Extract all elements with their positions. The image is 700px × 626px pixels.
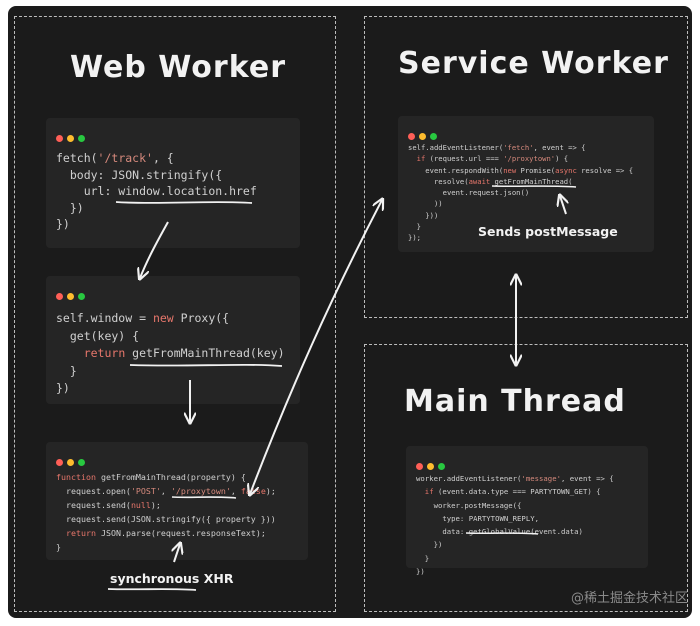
code-line: type: PARTYTOWN_REPLY, xyxy=(416,513,540,523)
code-line: request.send(JSON.stringify({ property }… xyxy=(56,514,276,524)
underline-synchronous-xhr xyxy=(107,588,197,591)
code-line: } xyxy=(56,363,77,378)
arrow-fetch-to-proxy xyxy=(140,221,169,278)
code-line: request.send(null); xyxy=(56,500,161,510)
code-line: } xyxy=(56,542,61,552)
window-dots xyxy=(56,127,89,142)
code-fetch-track: fetch('/track', { body: JSON.stringify({… xyxy=(56,150,257,233)
code-proxy: self.window = new Proxy({ get(key) { ret… xyxy=(56,310,285,398)
code-line: }) xyxy=(416,567,425,577)
code-card-main-thread-message: worker.addEventListener('message', event… xyxy=(406,446,648,576)
underline-sw-getfrommainthread xyxy=(491,185,577,188)
diagram-board: Web Worker Service Worker Main Thread fe… xyxy=(8,6,692,618)
window-dots xyxy=(56,285,89,300)
synchronous-xhr-label: synchronous XHR xyxy=(110,571,234,586)
code-line: function getFromMainThread(property) { xyxy=(56,472,246,482)
underline-getglobalvalue xyxy=(465,532,539,535)
code-line: data: getGlobalValue(event.data) xyxy=(416,527,583,537)
code-line: resolve(await getFromMainThread( xyxy=(408,176,573,186)
code-line: if (request.url === '/proxytown') { xyxy=(416,154,569,164)
code-card-service-worker-fetch: self.addEventListener('fetch', event => … xyxy=(398,116,654,252)
code-line: get(key) { xyxy=(56,328,140,343)
code-line: self.addEventListener('fetch', event => … xyxy=(408,143,586,152)
code-line: } xyxy=(408,222,421,232)
arrow-synchronous-xhr-pointer xyxy=(174,544,180,563)
code-line: }) xyxy=(416,540,443,550)
window-dots xyxy=(416,455,449,470)
window-dots xyxy=(408,125,441,140)
underline-getfrommainthread-call xyxy=(129,363,283,367)
code-line: self.window = new Proxy({ xyxy=(56,311,230,325)
service-worker-title: Service Worker xyxy=(398,46,669,81)
code-line: event.request.json() xyxy=(408,188,530,198)
main-thread-title: Main Thread xyxy=(404,384,626,419)
code-line: }) xyxy=(56,217,70,231)
web-worker-title: Web Worker xyxy=(70,50,287,85)
code-line: if (event.data.type === PARTYTOWN_GET) { xyxy=(424,487,601,497)
code-line: event.respondWith(new Promise(async reso… xyxy=(408,165,634,175)
underline-proxytown xyxy=(171,496,237,499)
code-service-worker-fetch: self.addEventListener('fetch', event => … xyxy=(408,142,633,244)
code-line: fetch('/track', { xyxy=(56,151,174,165)
code-line: }) xyxy=(56,200,84,215)
code-main-thread-message: worker.addEventListener('message', event… xyxy=(416,472,614,578)
sends-postmessage-label: Sends postMessage xyxy=(478,224,618,239)
code-line: return JSON.parse(request.responseText); xyxy=(66,528,266,538)
arrow-xhr-to-service-worker xyxy=(250,200,382,494)
code-line: }) xyxy=(56,381,70,395)
window-dots xyxy=(56,451,89,466)
code-line: url: window.location.href xyxy=(56,184,257,198)
underline-location-href xyxy=(115,201,253,204)
code-line: }); xyxy=(408,233,421,243)
code-line: worker.postMessage({ xyxy=(416,500,522,510)
code-line: body: JSON.stringify({ xyxy=(56,167,223,182)
code-line: worker.addEventListener('message', event… xyxy=(416,474,614,483)
watermark: @稀土掘金技术社区 xyxy=(570,591,688,606)
code-line: return getFromMainThread(key) xyxy=(83,346,285,360)
code-line: } xyxy=(416,553,430,563)
code-line: })) xyxy=(408,210,439,220)
arrow-sends-postmessage-pointer xyxy=(560,196,566,215)
code-line: )) xyxy=(408,199,443,209)
service-worker-section xyxy=(364,16,688,318)
